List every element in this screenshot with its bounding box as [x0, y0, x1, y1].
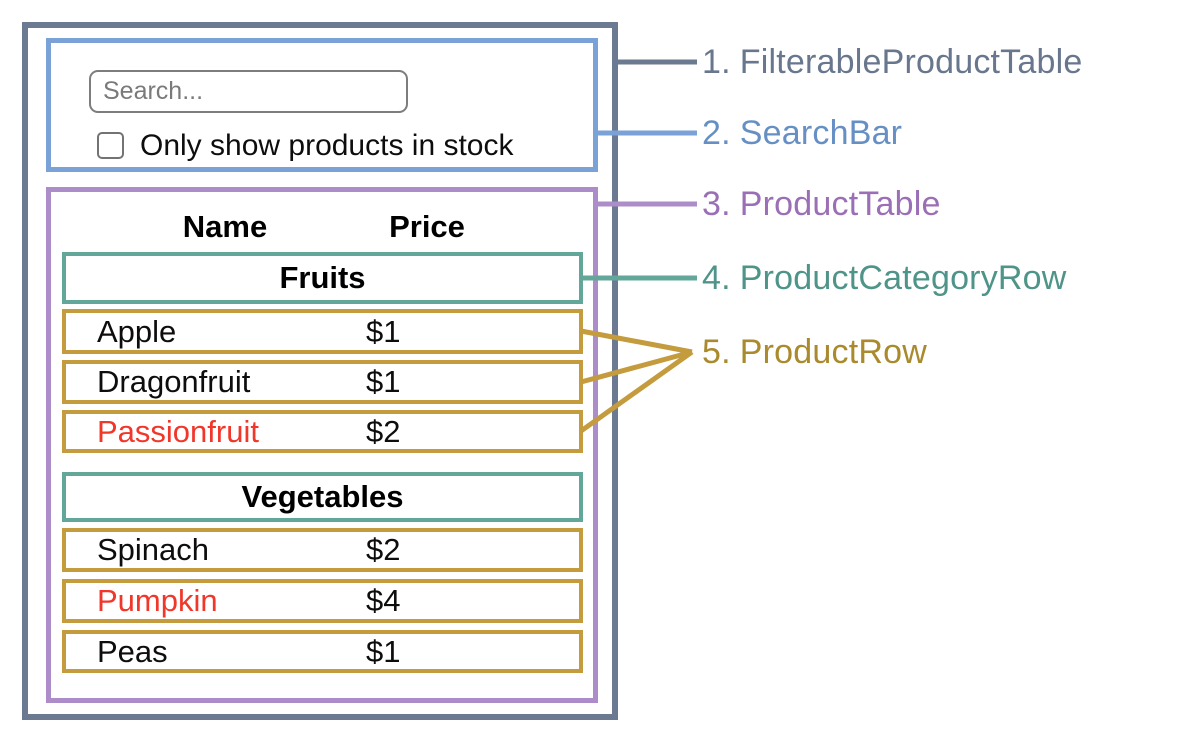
product-name-out-of-stock: Pumpkin	[97, 583, 218, 618]
product-row-dragonfruit: Dragonfruit $1	[62, 360, 583, 404]
product-row-passionfruit: Passionfruit $2	[62, 410, 583, 453]
legend-label: SearchBar	[739, 114, 903, 152]
product-row-spinach: Spinach $2	[62, 528, 583, 572]
product-row-apple: Apple $1	[62, 309, 583, 354]
legend-product-table: 3.ProductTable	[702, 184, 941, 224]
product-name-out-of-stock: Passionfruit	[97, 413, 259, 449]
legend-search-bar: 2.SearchBar	[702, 113, 902, 153]
category-label: Fruits	[279, 260, 366, 295]
legend-number: 3.	[702, 185, 731, 223]
legend-product-category-row: 4.ProductCategoryRow	[702, 258, 1067, 298]
product-price: $2	[366, 532, 401, 567]
legend-number: 1.	[702, 43, 731, 81]
name-column-header: Name	[182, 209, 268, 244]
price-column-header: Price	[389, 209, 465, 244]
product-price: $1	[366, 364, 401, 399]
product-name: Peas	[97, 633, 168, 669]
category-label: Vegetables	[241, 479, 404, 514]
product-row-peas: Peas $1	[62, 630, 583, 673]
search-input[interactable]	[89, 70, 408, 113]
product-price: $1	[366, 313, 401, 349]
legend-product-row: 5.ProductRow	[702, 332, 927, 372]
legend-number: 4.	[702, 259, 731, 297]
legend-filterable-product-table: 1.FilterableProductTable	[702, 42, 1082, 82]
only-in-stock-label: Only show products in stock	[140, 129, 514, 162]
product-name: Spinach	[97, 532, 210, 567]
product-price: $4	[366, 583, 401, 618]
product-name: Dragonfruit	[97, 364, 251, 399]
product-row-pumpkin: Pumpkin $4	[62, 579, 583, 623]
category-row-vegetables: Vegetables	[62, 472, 583, 522]
legend-label: ProductCategoryRow	[739, 259, 1067, 297]
legend-number: 5.	[702, 333, 731, 371]
product-price: $1	[366, 633, 401, 669]
only-in-stock-checkbox[interactable]	[97, 132, 124, 159]
product-name: Apple	[97, 313, 177, 349]
legend-label: ProductRow	[739, 333, 927, 371]
category-row-fruits: Fruits	[62, 252, 583, 304]
legend-number: 2.	[702, 114, 731, 152]
product-price: $2	[366, 413, 401, 449]
legend-label: ProductTable	[739, 185, 941, 223]
legend-label: FilterableProductTable	[739, 43, 1083, 81]
